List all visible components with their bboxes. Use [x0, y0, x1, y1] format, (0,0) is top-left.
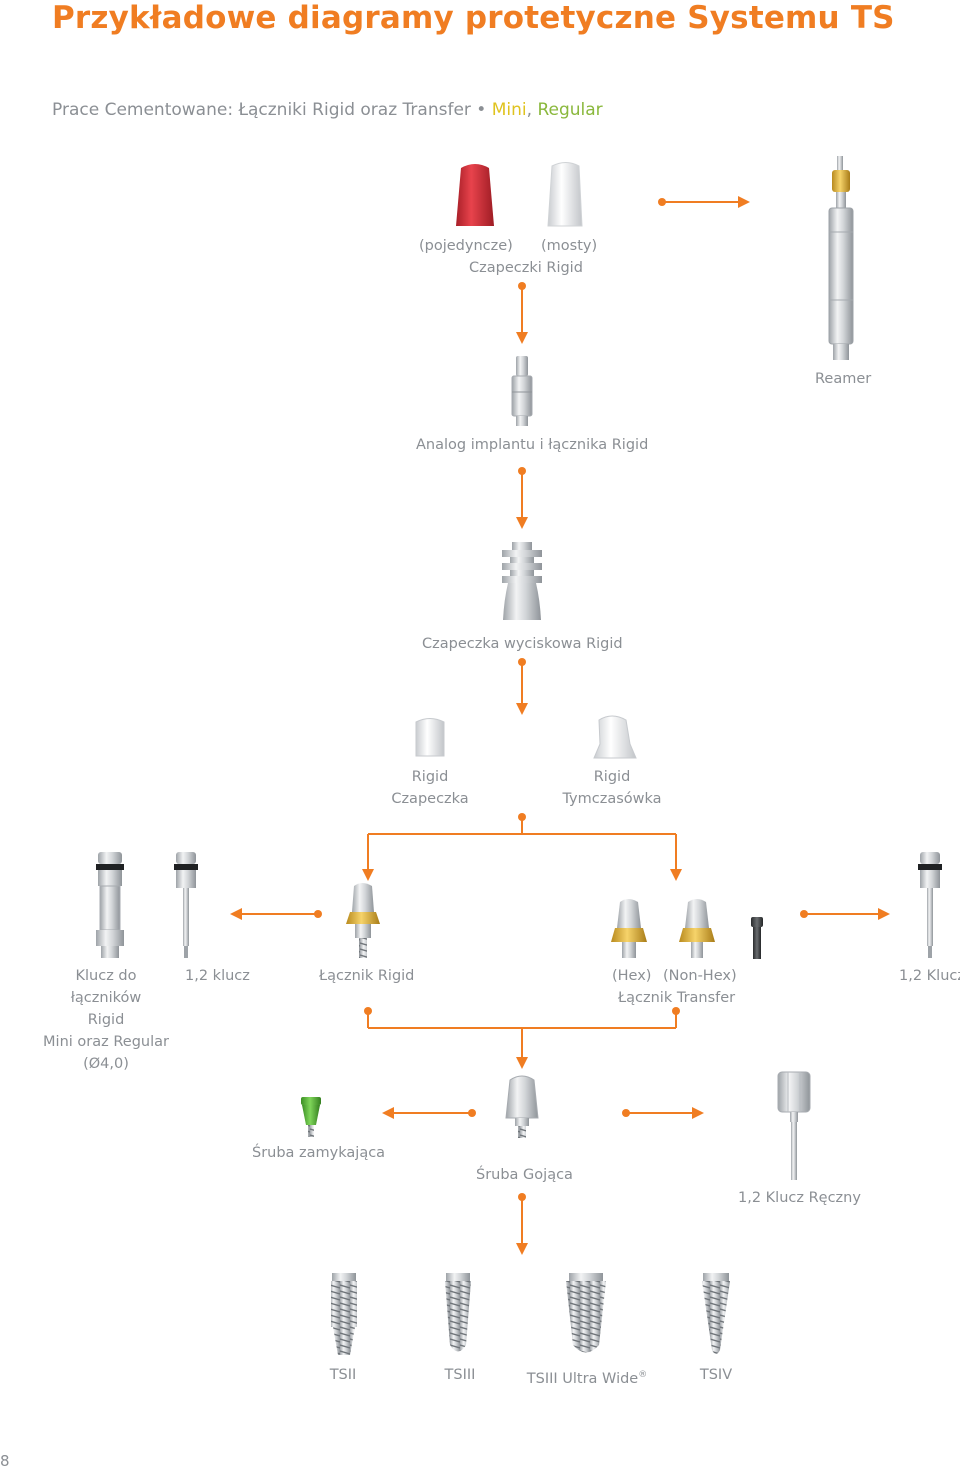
label-tsiii-ultra-wide-text: TSIII Ultra Wide	[526, 1370, 639, 1387]
label-single: (pojedyncze)	[419, 238, 513, 254]
connector-caps-to-analog	[516, 282, 528, 344]
connector-transfer-to-key	[800, 908, 890, 920]
label-hand-key: 1,2 Klucz Ręczny	[738, 1190, 861, 1206]
subtitle-regular: Regular	[537, 100, 603, 120]
closing-screw-icon	[301, 1097, 321, 1137]
label-temporary: Tymczasówka	[562, 791, 662, 807]
connector-merge-to-healing	[364, 1007, 680, 1069]
label-rigid-caps: Czapeczki Rigid	[469, 260, 583, 276]
abutment-key-icon	[96, 852, 124, 958]
implant-tsiii-icon	[445, 1273, 471, 1352]
label-healing-screw: Śruba Gojąca	[476, 1167, 573, 1183]
page-title: Przykładowe diagramy protetyczne Systemu…	[52, 0, 895, 36]
label-bridges: (mosty)	[541, 238, 598, 254]
page-number: 8	[0, 1452, 10, 1470]
label-tsii: TSII	[329, 1367, 357, 1383]
label-rigid-abutment: Łącznik Rigid	[319, 968, 415, 984]
registered-mark: ®	[638, 1370, 648, 1380]
subtitle-separator: ,	[526, 100, 538, 120]
label-closing-screw: Śruba zamykająca	[252, 1145, 386, 1161]
key12-icon	[174, 852, 198, 958]
rigid-temporary-icon	[593, 715, 637, 759]
connector-split-to-abutments	[362, 813, 682, 881]
healing-screw-icon	[505, 1075, 539, 1138]
white-cap-icon	[547, 162, 583, 227]
transfer-abutment-hex-icon	[611, 899, 647, 958]
label-nonhex: (Non-Hex)	[663, 968, 737, 984]
reamer-icon	[828, 156, 854, 360]
label-analog: Analog implantu i łącznika Rigid	[416, 437, 649, 453]
implant-analog-icon	[511, 356, 533, 426]
connector-caps-to-reamer	[658, 196, 750, 208]
transfer-abutment-nonhex-icon	[679, 899, 715, 958]
connector-healing-to-handkey	[622, 1107, 704, 1119]
impression-cap-icon	[502, 542, 542, 620]
red-cap-icon	[456, 164, 494, 226]
transfer-screw-icon	[751, 917, 763, 959]
label-tsiii: TSIII	[444, 1367, 476, 1383]
hand-key-icon	[777, 1071, 811, 1180]
connector-healing-to-closing	[382, 1107, 476, 1119]
label-tsiii-ultra-wide: TSIII Ultra Wide®	[527, 1364, 647, 1390]
label-key-line4: Mini oraz Regular	[43, 1034, 169, 1050]
label-rigid-2: Rigid	[593, 769, 631, 785]
subtitle-mini: Mini	[491, 100, 527, 120]
key12-right-icon	[918, 852, 942, 958]
label-tsiv: TSIV	[699, 1367, 733, 1383]
implant-tsiv-icon	[702, 1273, 730, 1354]
rigid-cap-icon	[415, 718, 445, 757]
rigid-abutment-icon	[346, 883, 380, 958]
implant-tsii-icon	[331, 1273, 357, 1355]
connector-healing-to-implants	[516, 1193, 528, 1255]
implant-tsiii-ultra-wide-icon	[566, 1273, 606, 1353]
label-rigid-1: Rigid	[411, 769, 449, 785]
label-key-line1: Klucz do	[75, 968, 137, 984]
connector-impression-to-caps	[516, 658, 528, 715]
label-key-line5: (Ø4,0)	[83, 1056, 129, 1072]
label-key-line3: Rigid	[87, 1012, 125, 1028]
label-impression-cap: Czapeczka wyciskowa Rigid	[422, 636, 623, 652]
connector-rigid-to-key	[230, 908, 322, 920]
label-reamer: Reamer	[815, 371, 872, 387]
subtitle-prefix: Prace Cementowane: Łączniki Rigid oraz T…	[52, 100, 492, 120]
label-cap: Czapeczka	[391, 791, 469, 807]
page-subtitle: Prace Cementowane: Łączniki Rigid oraz T…	[52, 100, 603, 120]
label-key12-right: 1,2 Klucz	[899, 968, 960, 984]
label-transfer-abutment: Łącznik Transfer	[618, 990, 736, 1006]
connector-analog-to-impression	[516, 467, 528, 529]
label-hex: (Hex)	[612, 968, 652, 984]
label-key-line2: łączników	[70, 990, 142, 1006]
label-key12: 1,2 klucz	[185, 968, 250, 984]
